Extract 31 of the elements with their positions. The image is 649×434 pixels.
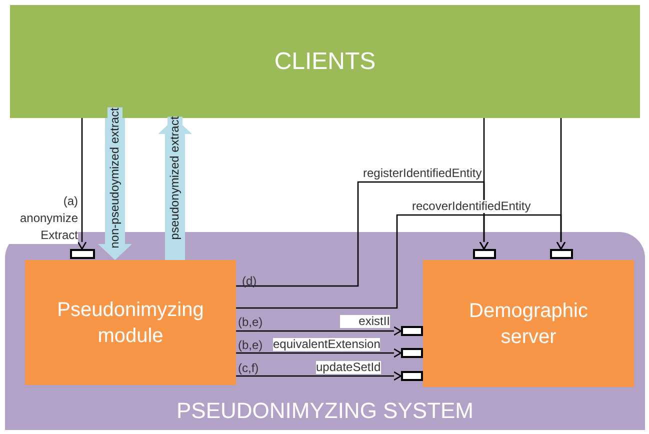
edge-label: updateSetId <box>316 361 381 374</box>
call-label: (b,e) <box>238 338 263 353</box>
edge-label: registerIdentifiedEntity <box>363 167 482 180</box>
edge-label: (a) anonymize Extract <box>8 193 78 244</box>
port-box <box>70 249 95 259</box>
port-box <box>401 371 423 381</box>
edge-label: recoverIdentifiedEntity <box>412 200 531 213</box>
edge-label: existII <box>340 315 390 328</box>
port-box <box>401 348 423 358</box>
edge-label: non-pseudoymized extract <box>108 108 122 248</box>
node-label: Pseudonimyzing module <box>56 298 205 348</box>
call-label: (b,e) <box>238 315 263 330</box>
port-box <box>401 326 423 336</box>
arrow <box>77 118 87 250</box>
thick-arrow <box>98 118 132 260</box>
port-box <box>473 249 496 259</box>
node-label: CLIENTS <box>274 46 376 77</box>
edge-label: pseudonymized extract <box>168 116 182 240</box>
component-box <box>25 260 236 385</box>
port-box <box>550 249 573 259</box>
arrow <box>236 371 402 381</box>
arrow <box>556 118 566 250</box>
edge-label: equivalentExtension <box>273 338 380 351</box>
node-label: PSEUDONIMYZING SYSTEM <box>176 397 474 426</box>
arrow <box>236 348 402 358</box>
arrow <box>236 326 402 336</box>
arrow <box>479 118 489 250</box>
component-box <box>423 260 634 387</box>
call-label: (c,f) <box>238 361 259 376</box>
call-label: (d) <box>242 274 257 289</box>
node-label: Demographic server <box>468 298 589 350</box>
